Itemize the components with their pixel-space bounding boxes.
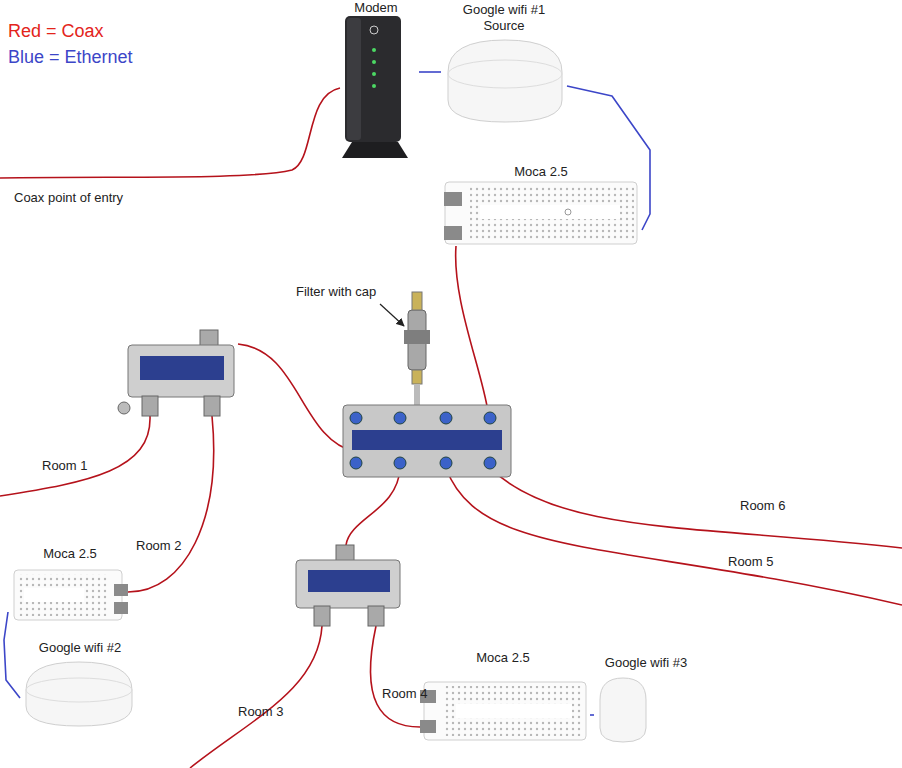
wifi-device: Google wifi #3 (594, 655, 698, 747)
device-label: Source (441, 18, 567, 34)
device-label: Google wifi #1 (441, 2, 567, 18)
room-label: Room 4 (382, 686, 428, 702)
moca-adapter: Moca 2.5 (416, 650, 590, 745)
device-label: Google wifi #2 (20, 640, 140, 656)
room-label: Room 6 (740, 498, 786, 514)
legend-entry: Blue = Ethernet (8, 46, 133, 68)
modem-device: Modem (333, 0, 419, 162)
room-label: Room 3 (238, 704, 284, 720)
device-label: Moca 2.5 (416, 650, 590, 666)
room-label: Room 1 (42, 458, 88, 474)
moca-adapter: Moca 2.5 (8, 546, 132, 622)
ethernet-cable (4, 612, 20, 698)
ethernet-cable (590, 714, 594, 716)
ethernet-cable (567, 86, 650, 230)
wifi-device: Google wifi #2 (20, 640, 140, 728)
device-label: Moca 2.5 (440, 164, 642, 180)
ethernet-cable (419, 71, 441, 73)
legend-entry: Red = Coax (8, 20, 104, 42)
wifi-device: Google wifi #1Source (441, 2, 567, 125)
note-label: Coax point of entry (14, 190, 123, 206)
device-label: Moca 2.5 (8, 546, 132, 562)
room-label: Room 5 (728, 554, 774, 570)
legend-text: Red = Coax (8, 21, 104, 41)
callout-label: Filter with cap (296, 284, 376, 300)
device-label: Modem (333, 0, 419, 16)
room-label: Room 2 (136, 538, 182, 554)
moca-adapter: Moca 2.5 (440, 164, 642, 248)
legend-text: Blue = Ethernet (8, 47, 133, 67)
device-label: Google wifi #3 (594, 655, 698, 671)
